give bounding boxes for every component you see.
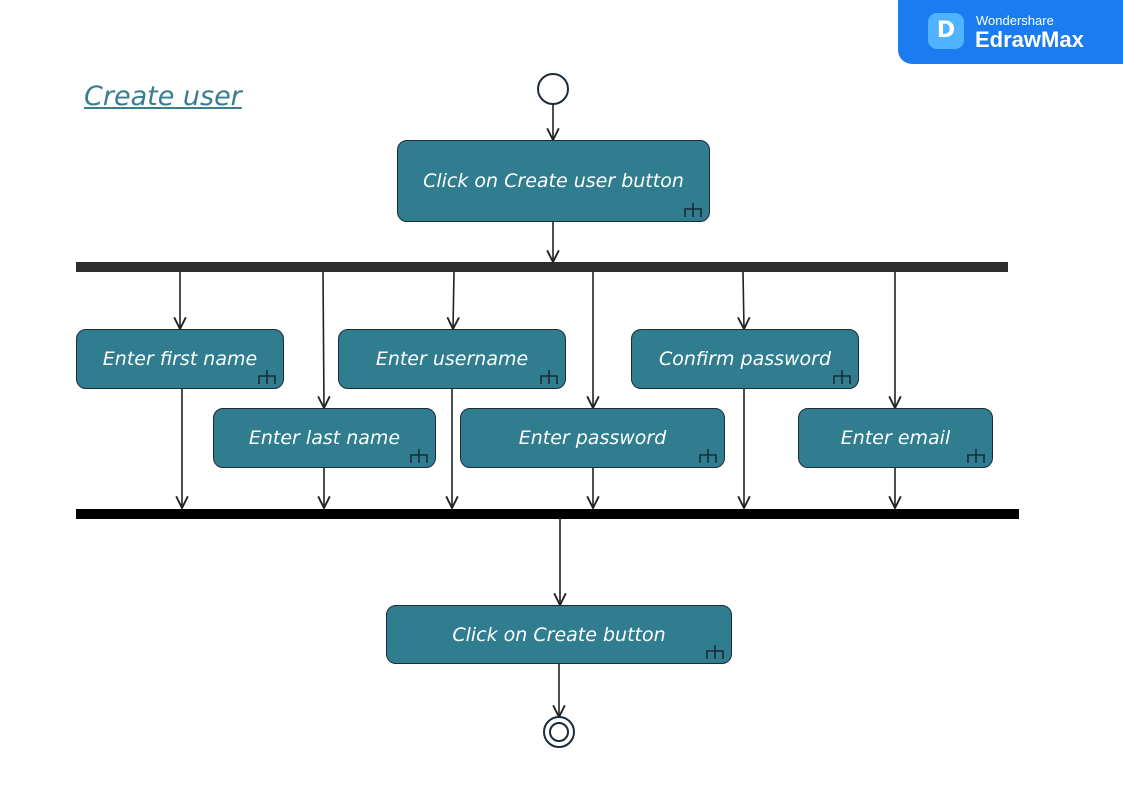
action-label: Enter first name bbox=[102, 348, 258, 370]
rake-icon bbox=[699, 449, 717, 463]
fork-bar bbox=[76, 262, 1008, 272]
action-click-create[interactable]: Click on Create button bbox=[386, 605, 732, 664]
action-label: Enter email bbox=[840, 427, 951, 449]
action-label: Confirm password bbox=[658, 348, 832, 370]
action-label: Click on Create button bbox=[452, 623, 666, 646]
rake-icon bbox=[540, 370, 558, 384]
rake-icon bbox=[258, 370, 276, 384]
action-confirm-password[interactable]: Confirm password bbox=[631, 329, 859, 389]
action-enter-password[interactable]: Enter password bbox=[460, 408, 725, 468]
rake-icon bbox=[967, 449, 985, 463]
rake-icon bbox=[706, 645, 724, 659]
flow-fork-to-username bbox=[453, 271, 454, 329]
initial-node bbox=[537, 73, 569, 105]
flow-fork-to-confirm-password bbox=[743, 271, 744, 329]
edrawmax-badge[interactable]: Wondershare EdrawMax bbox=[898, 0, 1123, 64]
action-enter-first-name[interactable]: Enter first name bbox=[76, 329, 284, 389]
action-label: Enter username bbox=[375, 348, 529, 370]
action-label: Click on Create user button bbox=[423, 170, 684, 192]
action-label: Enter last name bbox=[248, 427, 401, 449]
rake-icon bbox=[833, 370, 851, 384]
flow-fork-to-last-name bbox=[323, 271, 324, 408]
join-bar bbox=[76, 509, 1019, 519]
badge-company: Wondershare bbox=[976, 13, 1054, 28]
final-node-inner bbox=[549, 722, 569, 742]
rake-icon bbox=[684, 203, 702, 217]
rake-icon bbox=[410, 449, 428, 463]
action-enter-last-name[interactable]: Enter last name bbox=[213, 408, 436, 468]
badge-product: EdrawMax bbox=[975, 27, 1084, 52]
diagram-title: Create user bbox=[84, 81, 242, 112]
action-click-create-user[interactable]: Click on Create user button bbox=[397, 140, 710, 222]
action-enter-email[interactable]: Enter email bbox=[798, 408, 993, 468]
edrawmax-logo-icon bbox=[928, 13, 964, 49]
action-label: Enter password bbox=[518, 427, 667, 449]
action-enter-username[interactable]: Enter username bbox=[338, 329, 566, 389]
